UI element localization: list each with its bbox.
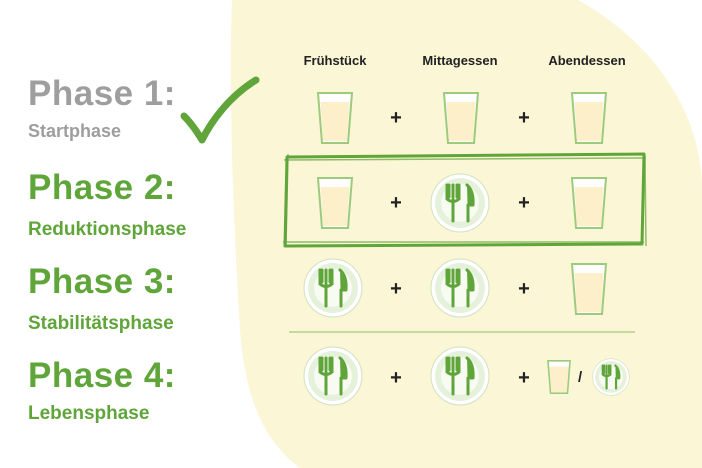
phase-1-title: Phase 1: [28,74,176,113]
phase-2-subtitle: Reduktionsphase [28,219,187,240]
phase-1-subtitle: Startphase [28,121,122,141]
plus-sign: + [390,107,402,129]
plus-sign: + [390,367,402,389]
plus-sign: + [518,367,530,389]
column-header-lunch: Mittagessen [422,53,498,68]
shake-glass-icon [546,358,572,396]
plate-cutlery-icon [430,346,490,406]
phase-4-subtitle: Lebensphase [28,403,150,424]
plate-cutlery-icon [430,173,490,233]
phase-3-subtitle: Stabilitätsphase [28,313,174,334]
shake-glass-icon [315,90,355,146]
plate-cutlery-icon [303,346,363,406]
shake-glass-icon [569,175,609,231]
plate-cutlery-icon [592,358,630,396]
plus-sign: + [518,192,530,214]
or-separator: / [578,369,583,386]
column-header-breakfast: Frühstück [303,53,367,68]
phase-3-title: Phase 3: [28,262,176,301]
plus-sign: + [390,278,402,300]
phase-2-highlight-box [283,152,647,248]
shake-glass-icon [569,90,609,146]
shake-glass-icon [441,90,481,146]
plus-sign: + [518,107,530,129]
plus-sign: + [390,192,402,214]
phase-4-title: Phase 4: [28,356,176,395]
shake-glass-icon [569,261,609,317]
plate-cutlery-icon [430,258,490,318]
plate-cutlery-icon [303,258,363,318]
phase-2-title: Phase 2: [28,168,176,207]
checkmark-icon [180,76,260,144]
column-header-dinner: Abendessen [548,53,626,68]
plus-sign: + [518,278,530,300]
phase-divider [289,331,635,333]
shake-glass-icon [315,175,355,231]
